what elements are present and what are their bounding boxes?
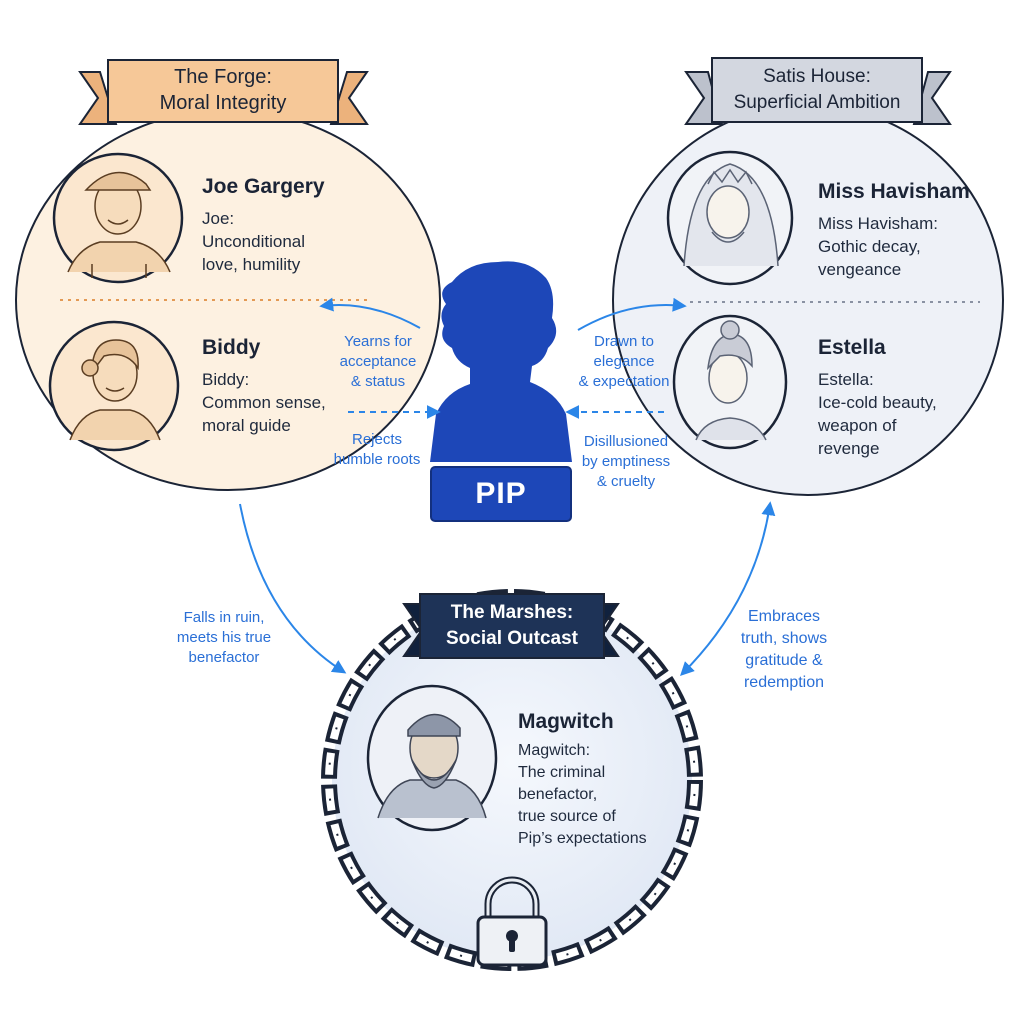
havisham-portrait	[666, 150, 794, 286]
character-desc-estella: Estella: Ice-cold beauty, weapon of reve…	[818, 370, 937, 458]
character-desc-joe: Joe: Unconditional love, humility	[202, 209, 306, 274]
arrow-to-satis	[577, 297, 687, 331]
joe-portrait	[52, 152, 184, 284]
character-name-havisham: Miss Havisham	[818, 180, 970, 203]
character-name-joe: Joe Gargery	[202, 175, 325, 198]
arrow-label-from-forge: Rejects humble roots	[333, 431, 421, 468]
character-desc-magwitch: Magwitch: The criminal benefactor, true …	[518, 742, 647, 847]
marshes-title: The Marshes: Social Outcast	[446, 602, 578, 649]
arrow-label-from-satis: Disillusioned by emptiness & cruelty	[581, 433, 671, 490]
arrow-label-marshes-to-satis: Embraces truth, shows gratitude & redemp…	[740, 608, 828, 691]
biddy-portrait	[48, 320, 180, 452]
marshes-banner	[402, 593, 620, 659]
arrow-to-forge	[319, 297, 421, 329]
forge-title: The Forge: Moral Integrity	[159, 66, 287, 114]
padlock-icon	[476, 876, 548, 967]
forge-banner	[78, 59, 369, 125]
character-name-magwitch: Magwitch	[518, 710, 614, 733]
pip-silhouette-icon	[430, 261, 572, 462]
character-name-biddy: Biddy	[202, 336, 261, 359]
satis-banner	[684, 57, 952, 125]
character-desc-biddy: Biddy: Common sense, moral guide	[202, 370, 326, 435]
character-desc-havisham: Miss Havisham: Gothic decay, vengeance	[818, 214, 938, 279]
arrow-forge-to-marshes	[239, 503, 347, 674]
magwitch-portrait	[366, 684, 498, 832]
arrow-marshes-satis	[680, 501, 776, 676]
pip-label-box: PIP	[430, 466, 572, 522]
satis-title: Satis House: Superficial Ambition	[733, 66, 901, 113]
relationship-arrows	[239, 297, 776, 676]
arrow-label-to-forge: Yearns for acceptance & status	[339, 333, 417, 390]
estella-portrait	[672, 314, 788, 450]
arrow-label-forge-to-marshes: Falls in ruin, meets his true benefactor	[176, 609, 272, 666]
pip-label: PIP	[475, 477, 527, 510]
character-name-estella: Estella	[818, 336, 886, 359]
chain-icon	[321, 589, 703, 971]
arrow-label-to-satis: Drawn to elegance & expectation	[578, 333, 670, 390]
